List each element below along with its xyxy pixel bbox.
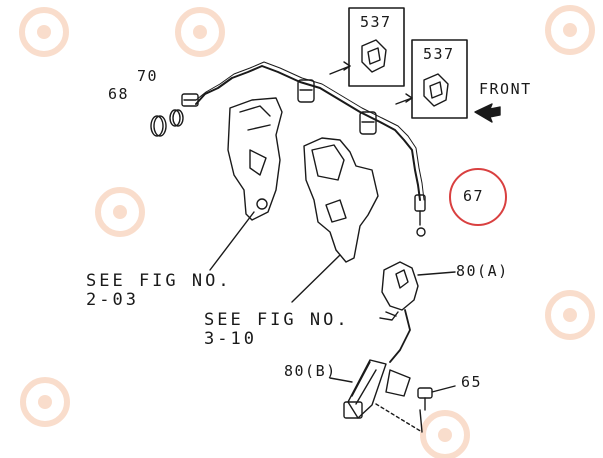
- callout-65: 65: [461, 373, 483, 391]
- engine-housing-outline: [227, 97, 283, 221]
- pedal-bracket: [379, 261, 456, 363]
- see-fig-2-03-line2: 2-03: [86, 290, 139, 310]
- callout-80b: 80(B): [284, 362, 337, 380]
- callout-68: 68: [108, 85, 130, 103]
- cable-clamp: [297, 79, 377, 135]
- front-label: FRONT: [479, 80, 532, 98]
- highlight-circle: [449, 168, 507, 226]
- leader-line: [209, 211, 255, 271]
- see-fig-3-10-line1: SEE FIG NO.: [204, 310, 350, 330]
- clip-detail-box: [329, 7, 405, 87]
- front-arrow-icon: [474, 103, 501, 123]
- callout-70: 70: [137, 67, 159, 85]
- callout-67: 67: [463, 187, 485, 205]
- cable-end-fittings: [150, 93, 199, 137]
- clip-detail-box: [395, 39, 468, 119]
- see-fig-3-10-line2: 3-10: [204, 329, 257, 349]
- accelerator-pedal: [329, 359, 423, 433]
- leader-line: [291, 254, 341, 303]
- manifold-outline: [303, 137, 379, 263]
- callout-537-top: 537: [360, 13, 392, 31]
- throttle-cable: [195, 61, 426, 237]
- callout-80a: 80(A): [456, 262, 509, 280]
- see-fig-2-03-line1: SEE FIG NO.: [86, 271, 232, 291]
- callout-537-right: 537: [423, 45, 455, 63]
- bolt: [417, 385, 456, 411]
